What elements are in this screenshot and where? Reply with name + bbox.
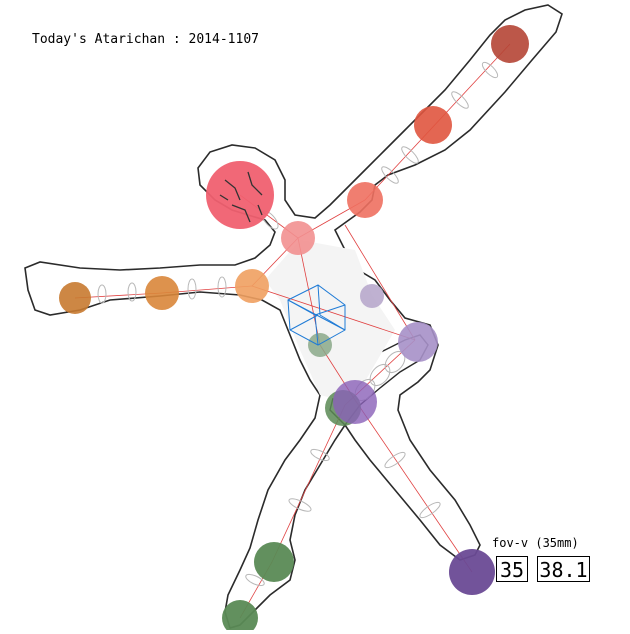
right-hand-joint[interactable]: [491, 25, 529, 63]
body-shade: [265, 240, 395, 400]
right-hip-joint[interactable]: [398, 322, 438, 362]
head-hair-marks: [219, 171, 263, 223]
left-foot-joint[interactable]: [222, 600, 258, 634]
head-joint[interactable]: [206, 161, 274, 229]
fov-label: fov-v (35mm): [492, 536, 579, 550]
left-elbow-joint[interactable]: [145, 276, 179, 310]
left-hand-joint[interactable]: [59, 282, 91, 314]
right-shoulder-joint[interactable]: [347, 182, 383, 218]
center-cube[interactable]: [287, 284, 346, 346]
waist-joint[interactable]: [360, 284, 384, 308]
neck-joint[interactable]: [281, 221, 315, 255]
right-knee-joint[interactable]: [333, 380, 377, 424]
fov-angle-display[interactable]: 38.1: [537, 556, 590, 582]
pelvis-joint[interactable]: [308, 333, 332, 357]
page-title: Today's Atarichan : 2014-1107: [32, 32, 259, 47]
right-elbow-joint[interactable]: [414, 106, 452, 144]
left-shoulder-joint[interactable]: [235, 269, 269, 303]
fov-focal-input[interactable]: 35: [496, 556, 528, 582]
left-ankle-joint[interactable]: [254, 542, 294, 582]
right-foot-joint[interactable]: [449, 549, 495, 595]
